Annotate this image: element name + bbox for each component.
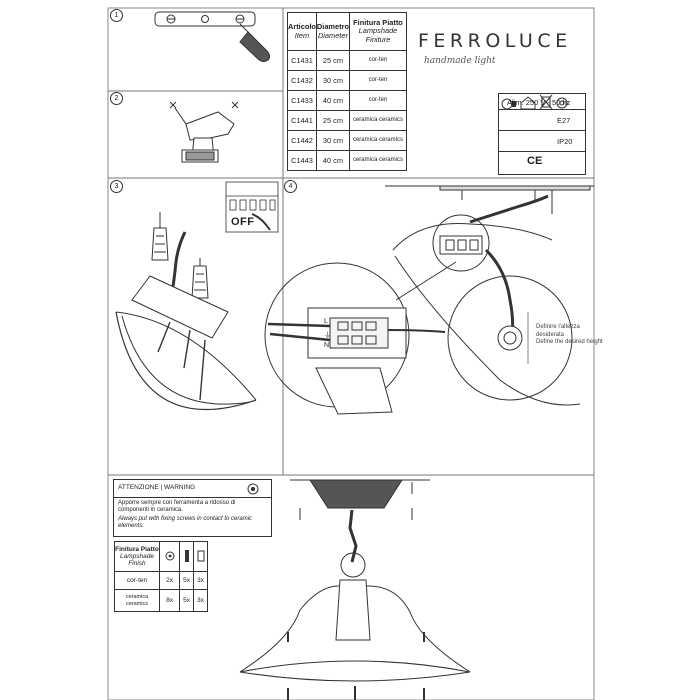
ip-rating: IP20 (557, 137, 573, 146)
step-number-4: 4 (284, 180, 297, 193)
annotation-english: Define the desired height (536, 339, 603, 345)
anchor-icon (193, 541, 208, 572)
brand-tagline: handmade light (424, 56, 496, 66)
canopy-installation-illustration (115, 212, 257, 410)
lamp-assembly-illustration (239, 479, 471, 700)
off-label: OFF (231, 216, 255, 228)
terminal-ground: ⏚ (324, 332, 331, 339)
terminal-l: L (324, 318, 328, 325)
screwdriver-illustration (239, 23, 271, 63)
warning-text-it: Apporre sempre con ferramenta a ridosso … (118, 500, 236, 513)
bulb-type: E27 (557, 116, 571, 125)
height-annotation: Definire l'altezza desiderata Define the… (536, 324, 606, 347)
annotation-italian: Definire l'altezza desiderata (536, 324, 580, 338)
bracket-illustration (154, 11, 256, 27)
wiring-illustration (264, 185, 594, 415)
wall-plug-icon (179, 541, 195, 572)
warning-box: ATTENZIONE | WARNING Apporre sempre con … (113, 479, 272, 537)
step-number-2: 2 (110, 92, 123, 105)
screw-symbol-icon (247, 483, 259, 495)
breaker-panel-illustration (225, 181, 279, 233)
power-spec: Alim. 250 V - 50 hz (507, 98, 571, 107)
gear-icon (556, 97, 568, 109)
step-number-3: 3 (110, 180, 123, 193)
drill-illustration (169, 101, 239, 163)
brand-logo: FERROLUCE (418, 30, 572, 52)
house-icon (520, 96, 536, 110)
warning-text-en: Always put with fixing screws in contact… (118, 516, 253, 529)
step-number-1: 1 (110, 9, 123, 22)
warning-title: ATTENZIONE | WARNING (118, 484, 196, 491)
screw-icon (158, 541, 181, 572)
weee-bin-icon (539, 94, 553, 110)
ce-mark: CE (527, 155, 543, 167)
electrical-spec-box: Alim. 250 V - 50 hz E27 IP20 CE (498, 93, 586, 175)
terminal-n: N (324, 342, 330, 349)
